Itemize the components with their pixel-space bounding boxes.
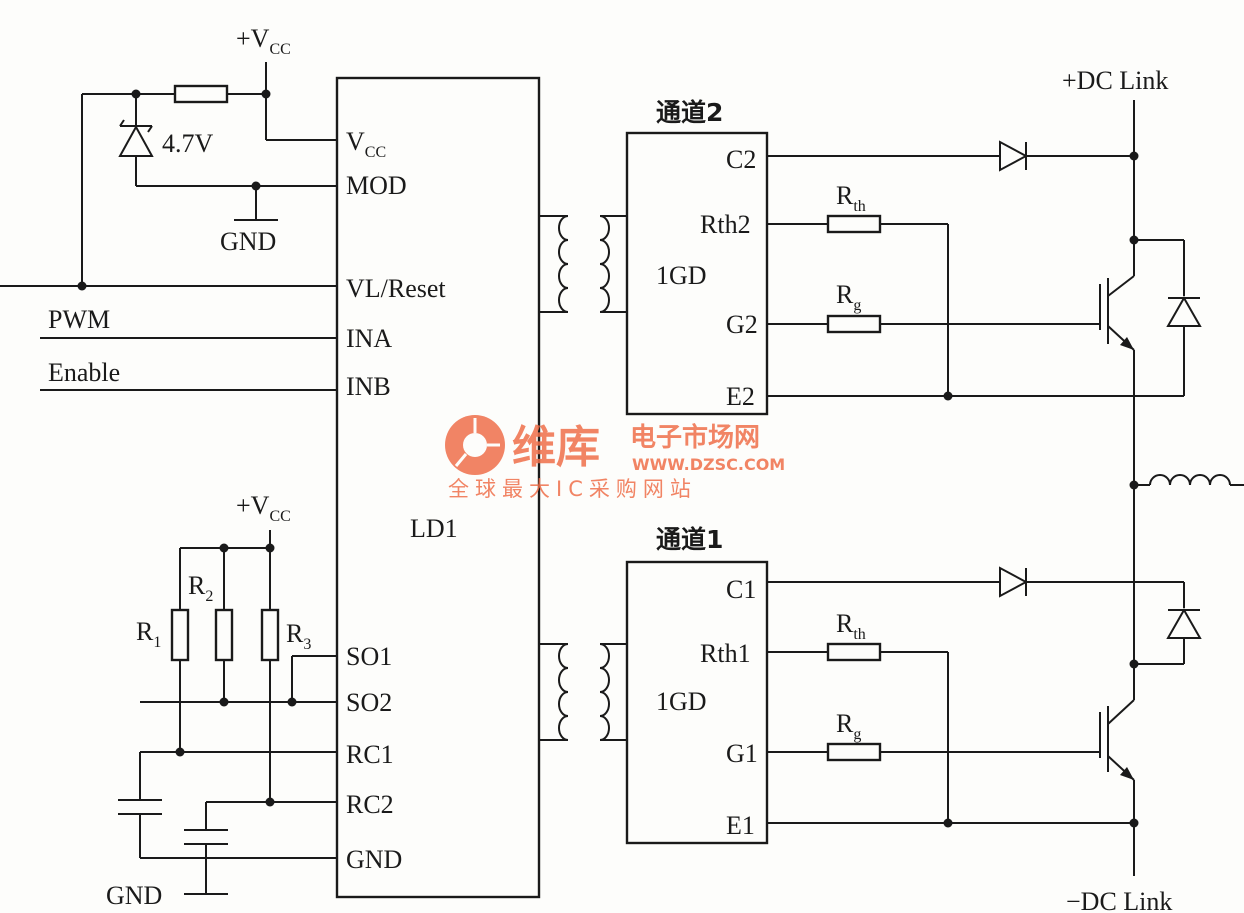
pin-rc1-label: RC1 (346, 740, 394, 769)
watermark-brand: 维库 (512, 422, 600, 473)
diode-c2-icon (999, 140, 1029, 172)
junction-lower-fwd (1129, 659, 1139, 669)
igbt-lower-icon (1099, 699, 1135, 781)
watermark-slogan: 全球最大IC采购网站 (448, 477, 697, 501)
junction-e2 (943, 391, 953, 401)
vcc-bottom-label: +VCC (236, 491, 291, 525)
junction-so2-r2 (219, 697, 229, 707)
resistor-rg2 (826, 314, 882, 334)
channel1-title: 通道1 (656, 525, 723, 554)
igbt-upper-icon (1099, 275, 1135, 351)
pin-rth1-label: Rth1 (700, 639, 751, 668)
zener-bar-tip-left (119, 119, 125, 127)
rg1-label: Rg (836, 709, 861, 743)
pwm-label: PWM (48, 305, 110, 334)
zener-voltage-label: 4.7V (162, 129, 214, 158)
transformer-ch2-icon (539, 215, 627, 313)
zener-bar-tip-right (147, 125, 153, 133)
rth2-label: Rth (836, 181, 866, 215)
pin-g2-label: G2 (726, 310, 758, 339)
pin-g1-label: G1 (726, 739, 758, 768)
freewheel-diode-lower-icon (1166, 607, 1202, 639)
junction-so2 (287, 697, 297, 707)
junction-e1 (943, 818, 953, 828)
channel2-module-label: 1GD (656, 261, 707, 290)
pin-e2-label: E2 (726, 382, 755, 411)
resistor-r3 (260, 608, 280, 662)
gnd-top-label: GND (220, 227, 276, 256)
channel1-module-label: 1GD (656, 687, 707, 716)
r2-label: R2 (188, 571, 213, 605)
vcc-top-label: +VCC (236, 24, 291, 58)
junction-vcc (261, 89, 271, 99)
ld1-label: LD1 (410, 514, 458, 543)
junction-vl-reset (77, 281, 87, 291)
dc-link-plus-label: +DC Link (1062, 66, 1168, 95)
channel1-module-box (625, 560, 769, 845)
channel2-module-box (625, 131, 769, 416)
watermark: 维库 电子市场网 WWW.DZSC.COM 全球最大IC采购网站 (445, 415, 785, 501)
junction-rc1 (175, 747, 185, 757)
pin-so1-label: SO1 (346, 642, 392, 671)
pin-rc2-label: RC2 (346, 790, 394, 819)
freewheel-diode-upper-icon (1166, 295, 1202, 327)
series-resistor (173, 84, 229, 104)
pin-rth2-label: Rth2 (700, 210, 751, 239)
dc-link-minus-label: −DC Link (1066, 887, 1172, 913)
gnd-bottom-label: GND (106, 881, 162, 910)
resistor-rg1 (826, 742, 882, 762)
rg2-label: Rg (836, 280, 861, 314)
transformer-ch1-icon (539, 643, 627, 741)
pin-ina-label: INA (346, 324, 392, 353)
pin-e1-label: E1 (726, 811, 755, 840)
output-inductor-icon (1149, 474, 1231, 486)
watermark-url: WWW.DZSC.COM (632, 455, 785, 474)
resistor-r1 (170, 608, 190, 662)
ld1-chip-body (335, 76, 541, 899)
pin-so2-label: SO2 (346, 688, 392, 717)
resistor-rth1 (826, 642, 882, 662)
pin-vcc-label: VCC (346, 127, 386, 161)
pin-c1-label: C1 (726, 575, 756, 604)
enable-label: Enable (48, 358, 120, 387)
diode-c1-icon (999, 566, 1029, 598)
pin-mod-label: MOD (346, 171, 407, 200)
rth1-label: Rth (836, 609, 866, 643)
resistor-r2 (214, 608, 234, 662)
r1-label: R1 (136, 617, 161, 651)
pin-gnd-label: GND (346, 845, 402, 874)
r3-label: R3 (286, 619, 311, 653)
watermark-logo-icon (445, 415, 505, 475)
resistor-rth2 (826, 214, 882, 234)
junction-rc2 (265, 797, 275, 807)
pin-c2-label: C2 (726, 145, 756, 174)
pin-inb-label: INB (346, 372, 391, 401)
pin-vl-reset-label: VL/Reset (346, 274, 446, 303)
zener-diode-icon (118, 124, 154, 157)
watermark-tagline: 电子市场网 (630, 422, 760, 453)
channel2-title: 通道2 (656, 98, 723, 127)
